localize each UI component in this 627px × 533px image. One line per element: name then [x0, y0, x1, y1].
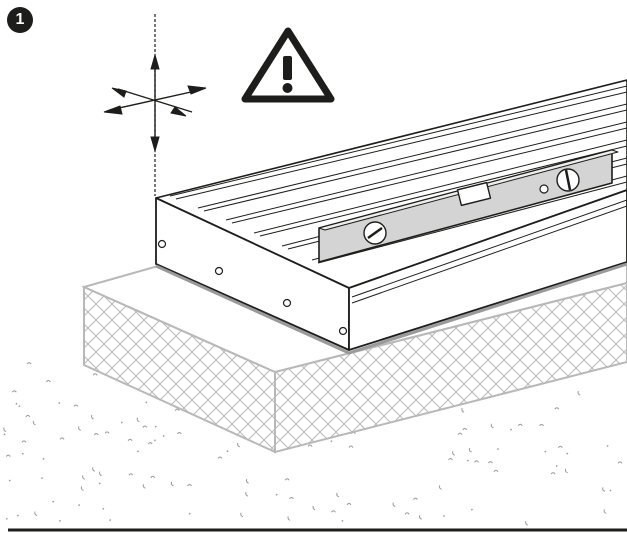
warning-triangle-icon [241, 27, 335, 103]
screw-holes [157, 239, 348, 336]
deck-frame [155, 79, 627, 355]
four-way-arrows-icon [103, 53, 207, 153]
ground-texture [3, 362, 623, 526]
spirit-level [318, 149, 619, 263]
step-number-badge: 1 [7, 7, 33, 33]
